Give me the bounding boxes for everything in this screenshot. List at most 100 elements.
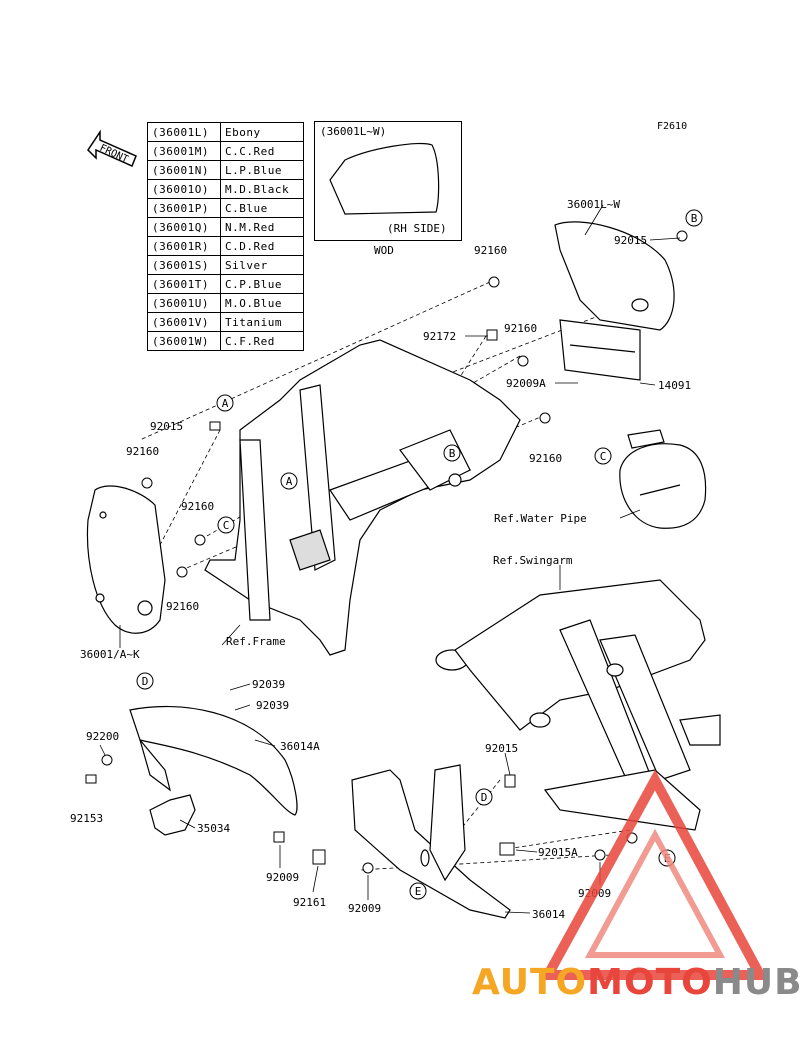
part-label-92039-a: 92039 (252, 678, 285, 691)
color-code-cell: (36001L) (147, 122, 221, 142)
color-table-row: (36001R)C.D.Red (147, 236, 304, 256)
part-label-14091: 14091 (658, 379, 691, 392)
water-pipe-cover-drawing (619, 429, 707, 529)
bracket-drawing (149, 794, 196, 836)
part-label-92009-a: 92009 (266, 871, 299, 884)
ref-letter-d-low: D (481, 791, 488, 804)
ref-letter-c-right: C (600, 450, 607, 463)
part-label-92015a: 92015A (538, 846, 578, 859)
frame-drawing (204, 339, 521, 656)
chain-guard-upper-drawing (129, 705, 298, 816)
color-table-row: (36001L)Ebony (147, 122, 304, 142)
left-side-cover-drawing (86, 485, 166, 634)
ref-marker-d-top (136, 672, 154, 690)
watermark-part3: HUB (712, 962, 800, 1003)
watermark-part1: AUTO (472, 962, 588, 1003)
callout-cover-drawing (329, 142, 440, 215)
color-name-cell: N.M.Red (220, 217, 304, 237)
watermark-logo: AUTOMOTOHUB (472, 962, 800, 1003)
part-label-92153: 92153 (70, 812, 103, 825)
color-code-cell: (36001P) (147, 198, 221, 218)
ref-letter-a-mid: A (286, 475, 293, 488)
chain-guard-lower-drawing (351, 764, 511, 919)
callout-box (314, 121, 462, 241)
ref-marker-b-top (685, 209, 703, 227)
part-label-92160-right: 92160 (529, 452, 562, 465)
ref-marker-e-left (409, 882, 427, 900)
ref-letter-d-top: D (142, 675, 149, 688)
color-name-cell: Titanium (220, 312, 304, 332)
color-table-row: (36001Q)N.M.Red (147, 217, 304, 237)
callout-side-label: (RH SIDE) (387, 222, 447, 235)
color-code-cell: (36001W) (147, 331, 221, 351)
color-name-cell: C.C.Red (220, 141, 304, 161)
color-name-cell: L.P.Blue (220, 160, 304, 180)
color-code-cell: (36001Q) (147, 217, 221, 237)
color-name-cell: M.D.Black (220, 179, 304, 199)
part-label-36001ak: 36001/A~K (80, 648, 140, 661)
part-label-92009-b: 92009 (348, 902, 381, 915)
ref-letter-b-mid: B (449, 447, 456, 460)
watermark-triangle-icon (539, 769, 769, 980)
ref-marker-b-mid (443, 444, 461, 462)
ref-label-frame: Ref.Frame (226, 635, 286, 648)
color-code-cell: (36001T) (147, 274, 221, 294)
ref-label-water-pipe: Ref.Water Pipe (494, 512, 587, 525)
part-label-92015-left: 92015 (150, 420, 183, 433)
color-table-row: (36001S)Silver (147, 255, 304, 275)
part-label-92172: 92172 (423, 330, 456, 343)
color-name-cell: C.D.Red (220, 236, 304, 256)
part-label-92015-low: 92015 (485, 742, 518, 755)
part-label-92039-b: 92039 (256, 699, 289, 712)
color-name-cell: C.Blue (220, 198, 304, 218)
part-label-92160-left: 92160 (126, 445, 159, 458)
color-code-cell: (36001R) (147, 236, 221, 256)
color-name-cell: C.F.Red (220, 331, 304, 351)
swingarm-drawing (435, 579, 721, 831)
color-code-cell: (36001V) (147, 312, 221, 332)
ref-label-swingarm: Ref.Swingarm (493, 554, 573, 567)
color-table-row: (36001O)M.D.Black (147, 179, 304, 199)
part-label-92161: 92161 (293, 896, 326, 909)
color-table-row: (36001V)Titanium (147, 312, 304, 332)
color-code-cell: (36001M) (147, 141, 221, 161)
color-code-cell: (36001S) (147, 255, 221, 275)
color-name-cell: M.O.Blue (220, 293, 304, 313)
part-label-92160-mid: 92160 (504, 322, 537, 335)
color-table-row: (36001P)C.Blue (147, 198, 304, 218)
color-code-cell: (36001N) (147, 160, 221, 180)
color-table-row: (36001N)L.P.Blue (147, 160, 304, 180)
front-arrow-icon: FRONT (87, 129, 137, 168)
ref-letter-c-left: C (223, 519, 230, 532)
ref-letter-e-left: E (415, 885, 422, 898)
color-name-cell: Ebony (220, 122, 304, 142)
color-table: (36001L)Ebony(36001M)C.C.Red(36001N)L.P.… (147, 122, 304, 351)
ref-marker-c-left (217, 516, 235, 534)
part-label-36014a: 36014A (280, 740, 320, 753)
ref-marker-a-mid (280, 472, 298, 490)
part-label-92009a: 92009A (506, 377, 546, 390)
part-label-36001lw: 36001L~W (567, 198, 620, 211)
part-label-92160-l3: 92160 (166, 600, 199, 613)
ref-marker-c-right (594, 447, 612, 465)
color-code-cell: (36001O) (147, 179, 221, 199)
color-table-row: (36001T)C.P.Blue (147, 274, 304, 294)
color-table-row: (36001M)C.C.Red (147, 141, 304, 161)
color-code-cell: (36001U) (147, 293, 221, 313)
ref-letter-a-top: A (222, 397, 229, 410)
color-table-row: (36001W)C.F.Red (147, 331, 304, 351)
part-label-36014: 36014 (532, 908, 565, 921)
ref-letter-b-top: B (691, 212, 698, 225)
part-label-92015-top: 92015 (614, 234, 647, 247)
color-name-cell: Silver (220, 255, 304, 275)
callout-title: (36001L~W) (320, 125, 387, 138)
color-table-row: (36001U)M.O.Blue (147, 293, 304, 313)
callout-note: WOD (374, 244, 394, 257)
ref-marker-a-top (216, 394, 234, 412)
part-labels: 36001L~W 92015 92160 92172 92160 92009A … (70, 198, 691, 921)
figure-code: F2610 (657, 121, 688, 132)
right-side-cover-drawing (554, 221, 675, 381)
part-label-92200: 92200 (86, 730, 119, 743)
part-label-92160-l2: 92160 (181, 500, 214, 513)
